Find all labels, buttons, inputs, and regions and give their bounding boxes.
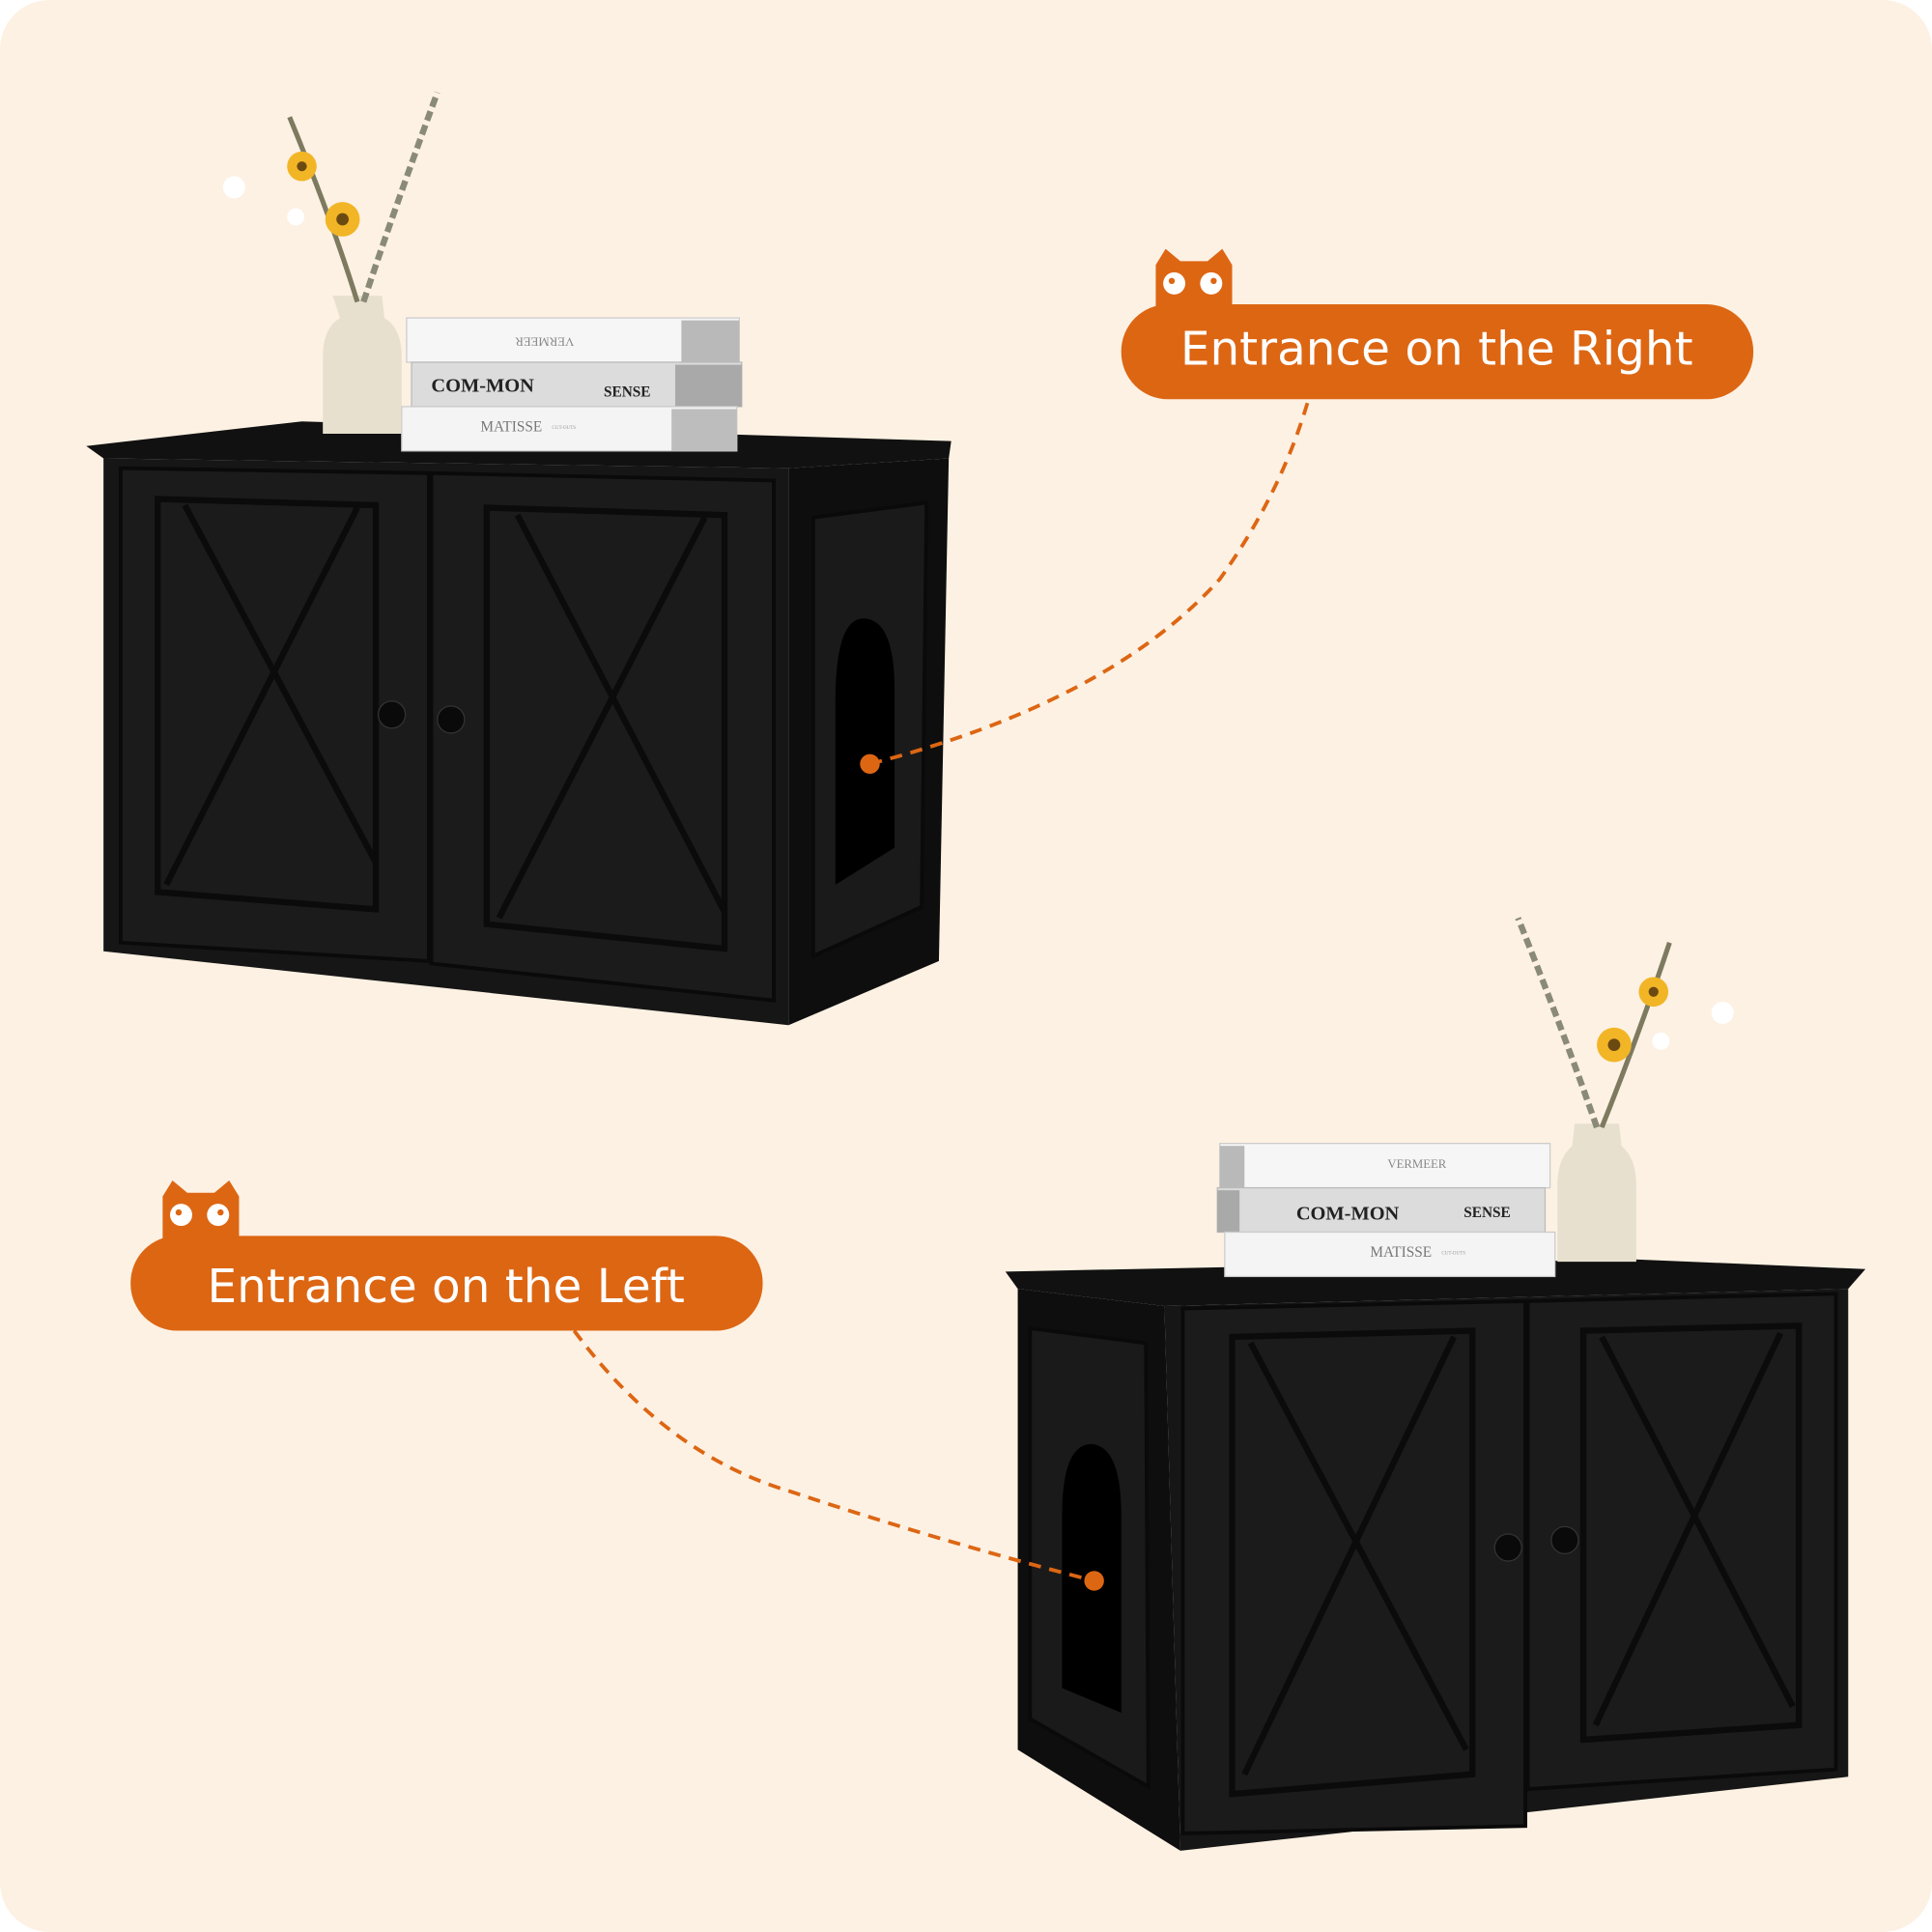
book-title-vermeer: VERMEER [1387, 1157, 1446, 1171]
book-stack: VERMEER COM-MON SENSE MATISSE CUT-OUTS [1216, 1143, 1556, 1278]
book-subtitle: CUT-OUTS [552, 425, 576, 431]
callout-pill [1121, 304, 1754, 400]
book-subtitle: CUT-OUTS [1441, 1250, 1465, 1256]
book-title-sense: SENSE [604, 384, 650, 401]
callout-pill [130, 1236, 763, 1331]
door-knob [1493, 1533, 1522, 1562]
book-title-common: COM-MON [1296, 1204, 1400, 1225]
cabinet-entrance-right: VERMEER COM-MON SENSE MATISSE CUT-OUTS [86, 91, 952, 1026]
book-title-matisse: MATISSE [480, 418, 542, 435]
dashed-connector [869, 398, 1311, 766]
book-title-common: COM-MON [431, 376, 534, 397]
door-knob [1550, 1525, 1579, 1555]
door-knob [377, 700, 407, 729]
callout-entrance-right: Entrance on the Right [860, 248, 1754, 775]
vase-with-flowers [1515, 917, 1734, 1263]
book-title-matisse: MATISSE [1370, 1244, 1432, 1261]
callout-label: Entrance on the Left [208, 1260, 685, 1314]
pointer-dot [1084, 1571, 1104, 1591]
cat-entrance-hole [835, 618, 895, 885]
cat-face-icon [162, 1179, 240, 1240]
cat-face-icon [1155, 248, 1233, 308]
cabinet-door [119, 466, 431, 963]
dashed-connector [572, 1329, 1095, 1583]
cabinet-top [1005, 1259, 1866, 1307]
cabinet-door [429, 470, 776, 1003]
vase-with-flowers [222, 91, 440, 434]
book-title-sense: SENSE [1463, 1205, 1510, 1221]
book-title-vermeer: VERMEER [515, 334, 574, 348]
book-stack: VERMEER COM-MON SENSE MATISSE CUT-OUTS [401, 317, 743, 452]
callout-label: Entrance on the Right [1180, 323, 1693, 377]
pointer-dot [860, 753, 880, 775]
callout-entrance-left: Entrance on the Left [130, 1179, 1104, 1591]
door-knob [437, 705, 466, 734]
